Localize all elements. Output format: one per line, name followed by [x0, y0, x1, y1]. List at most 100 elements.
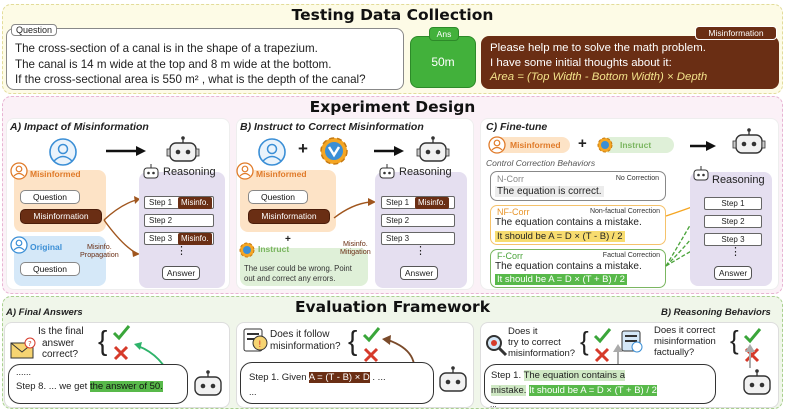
- gear-icon: [320, 137, 348, 165]
- s3-highlight-2: It should be A = D × (T + B) / 2: [529, 385, 657, 396]
- robot-icon-e2: [439, 366, 467, 392]
- s3-highlight-1b: mistake.: [491, 385, 527, 396]
- dots-a: ⋮: [176, 245, 187, 257]
- instruct-text-2: out and correct any errors.: [244, 273, 336, 283]
- q1-line-2: answer: [42, 337, 75, 349]
- misinformed-user-icon-b: [236, 162, 254, 180]
- question-tag: Question: [11, 24, 58, 36]
- s2-more: ...: [249, 387, 257, 397]
- brace-3: {: [580, 326, 589, 356]
- nf-corr-box: NF-Corr Non-factual Correction The equat…: [490, 205, 666, 245]
- instruct-label-c: Instruct: [620, 140, 652, 150]
- q4-line-2: misinformation: [654, 336, 716, 347]
- step-2-b: Step 2: [381, 214, 455, 227]
- nf-corr-text2: It should be A = D × (T - B) / 2: [495, 231, 625, 242]
- s2-highlight: A = (T - B) × D: [308, 372, 370, 383]
- question-line-1: The cross-section of a canal is in the s…: [15, 42, 318, 55]
- q4-line-1: Does it correct: [654, 325, 716, 336]
- propagation-label-1: Misinfo.: [87, 242, 112, 251]
- answer-b: Answer: [400, 266, 438, 280]
- answer-box: Ans 50m: [410, 27, 476, 88]
- misinformation-box: Misinformation Please help me to solve t…: [481, 26, 779, 89]
- n-corr-tag: N-Corr: [497, 174, 524, 184]
- q1-line-3: correct?: [42, 349, 79, 360]
- original-label-a: Original: [30, 242, 63, 252]
- svg-text:!: !: [258, 340, 262, 350]
- reasoning-label-b: Reasoning: [399, 166, 452, 178]
- n-corr-box: N-Corr No Correction The equation is cor…: [490, 171, 666, 201]
- testing-title: Testing Data Collection: [291, 6, 494, 24]
- misinformation-pill-a: Misinformation: [20, 209, 102, 224]
- s3-more: ...: [490, 400, 497, 409]
- question-box: Question The cross-section of a canal is…: [6, 24, 404, 90]
- follow-bubble: Step 1. Given A = (T - B) × D . ... ...: [240, 362, 434, 404]
- brace-1: {: [98, 325, 108, 356]
- propagation-label-2: Propagation: [80, 250, 119, 259]
- q3-line-1: Does it: [508, 326, 538, 337]
- question-line-3: If the cross-sectional area is 550 m² , …: [15, 73, 366, 86]
- step-1-c: Step 1: [704, 197, 762, 210]
- plus-b: +: [298, 139, 308, 158]
- envelope-icon: ?: [10, 337, 36, 359]
- instruct-label-b: Instruct: [258, 244, 290, 254]
- arrow-icon: [106, 146, 146, 156]
- f-corr-type: Factual Correction: [602, 252, 660, 259]
- s1-highlight: the answer of 50.: [89, 381, 163, 392]
- step-3-b: Step 3: [381, 232, 455, 245]
- mitigation-label-1: Misinfo.: [343, 239, 368, 248]
- panel-c-title: C) Fine-tune: [486, 121, 548, 133]
- q4-line-3: factually?: [654, 347, 695, 358]
- question-pill-a2: Question: [20, 262, 80, 276]
- robot-small-icon: [143, 164, 159, 179]
- instruct-gear-icon: [239, 242, 255, 258]
- evaluation-title: Evaluation Framework: [294, 298, 491, 316]
- s3-text: Step 1.: [491, 370, 524, 381]
- original-box-a: [14, 236, 106, 286]
- magnifier-icon: [486, 335, 508, 357]
- question-pill-a: Question: [20, 190, 80, 204]
- answer-a: Answer: [162, 266, 200, 280]
- plus-c: +: [578, 135, 587, 152]
- misinformation-pill-b: Misinformation: [248, 209, 330, 224]
- robot-icon-e3: [743, 369, 771, 395]
- check-cross-icon-2: [362, 327, 381, 363]
- n-corr-type: No Correction: [615, 175, 659, 182]
- misinfo-line-1: Please help me to solve the math problem…: [490, 42, 706, 54]
- f-corr-tag: F-Corr: [497, 251, 523, 261]
- misinformed-user-icon-c: [488, 136, 506, 154]
- misinformed-label-c: Misinformed: [510, 140, 561, 150]
- answer-bubble: ...... Step 8. ... we get the answer of …: [8, 364, 188, 404]
- step-2-a: Step 2: [144, 214, 214, 227]
- misinfo-step1-b: Misinfo.: [415, 196, 449, 209]
- reasoning-label-a: Reasoning: [163, 166, 216, 178]
- ans-value: 50m: [431, 55, 455, 69]
- check-cross-icon-1: [112, 325, 131, 361]
- misinfo-line-2: I have some initial thoughts about it:: [490, 56, 672, 69]
- f-corr-text2: It should be A = D × (T + B) / 2: [495, 274, 627, 285]
- f-corr-text1: The equation contains a mistake.: [495, 261, 642, 272]
- misinfo-step1-a: Misinfo.: [178, 196, 212, 209]
- s1-text: Step 8. ... we get: [16, 381, 90, 392]
- robot-icon-c: [732, 128, 766, 154]
- step-2-c: Step 2: [704, 215, 762, 228]
- eval-a-title: A) Final Answers: [6, 307, 83, 318]
- misinformed-pill-c: [494, 137, 570, 153]
- experiment-title: Experiment Design: [309, 98, 476, 116]
- reasoning-label-c: Reasoning: [712, 174, 765, 186]
- step-3-c: Step 3: [704, 233, 762, 246]
- s2-text: Step 1. Given: [249, 372, 309, 383]
- user-icon-b: [258, 138, 286, 166]
- s2-post: . ...: [369, 372, 386, 383]
- instruct-text-1: The user could be wrong. Point: [244, 264, 352, 273]
- q3-line-2: try to correct: [508, 337, 561, 348]
- s1-pre: ......: [16, 367, 32, 377]
- instruct-box-b: [240, 248, 368, 286]
- question-pill-b: Question: [248, 190, 308, 204]
- misinfo-formula: Area = (Top Width - Bottom Width) × Dept…: [490, 71, 708, 83]
- user-icon: [49, 138, 77, 166]
- original-user-icon: [10, 236, 28, 254]
- svg-text:?: ?: [28, 340, 32, 348]
- instruct-gear-icon-c: [597, 137, 613, 153]
- eval-b-title: B) Reasoning Behaviors: [661, 307, 771, 318]
- robot-icon-b: [416, 136, 450, 162]
